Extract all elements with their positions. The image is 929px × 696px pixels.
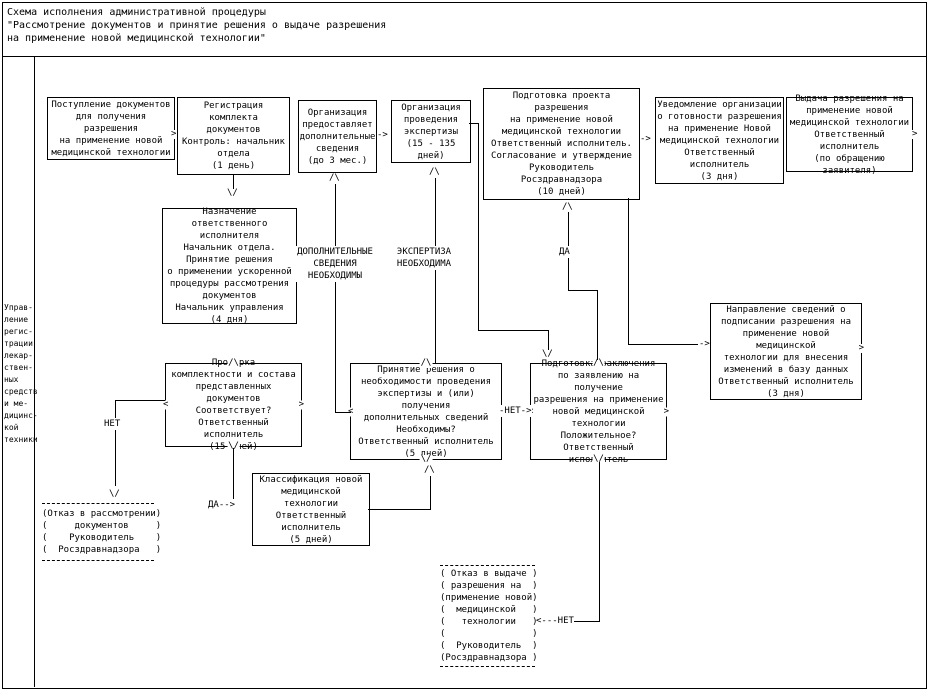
node-db-update-info-text: Направление сведений о подписании разреш… xyxy=(718,304,854,399)
edge-label-need-expertise: ЭКСПЕРТИЗА НЕОБХОДИМА xyxy=(394,246,454,270)
node-completeness-check: Проверка комплектности и состава предста… xyxy=(162,358,305,452)
node-permit-issue-text: Выдача разрешения на применение новой ме… xyxy=(789,93,910,176)
node-incoming-documents: Поступление документов для получения раз… xyxy=(47,97,175,160)
node-permit-draft-text: Подготовка проекта разрешения на примене… xyxy=(491,91,632,197)
page-title: Схема исполнения административной процед… xyxy=(7,7,387,44)
node-registration-text: Регистрация комплекта документов Контрол… xyxy=(182,101,285,171)
connector-line xyxy=(628,198,629,344)
node-conclusion-preparation: Подготовка заключения по заявлению на по… xyxy=(527,359,670,465)
node-completeness-check-text: Проверка комплектности и состава предста… xyxy=(171,358,296,452)
edge-label-no: НЕТ xyxy=(104,418,121,430)
node-classification-text: Классификация новой медицинской технолог… xyxy=(259,474,363,545)
connector-line xyxy=(115,400,116,486)
arrow-up-icon: /\ xyxy=(329,173,340,183)
title-separator-line xyxy=(2,56,926,57)
connector-line xyxy=(233,174,234,197)
exit-right-icon: > xyxy=(912,129,918,139)
node-assign-executor: Назначение ответственного исполнителя На… xyxy=(162,207,297,325)
sidebar-department-label: Управ- ление регис- трации лекар- ствен-… xyxy=(4,303,38,444)
diamond-up-icon: /\ xyxy=(592,358,605,368)
node-org-provides-info-text: Организация предоставляет дополнительные… xyxy=(299,107,376,166)
arrow-down-icon: \/ xyxy=(542,349,553,359)
arrow-up-icon: /\ xyxy=(429,167,440,177)
node-classification: Классификация новой медицинской технолог… xyxy=(252,473,370,546)
arrow-down-icon: \/ xyxy=(109,489,120,499)
connector-line xyxy=(115,400,165,401)
connector-line xyxy=(233,448,234,505)
arrow-right-icon: -> xyxy=(699,339,710,349)
arrow-up-icon: /\ xyxy=(424,465,435,475)
connector-line xyxy=(430,476,431,509)
diamond-down-icon: \/ xyxy=(227,441,240,451)
node-registration: Регистрация комплекта документов Контрол… xyxy=(177,97,290,175)
exit-right-icon: > xyxy=(857,343,865,353)
connector-line xyxy=(568,290,598,291)
node-expertise-decision-text: Принятие решения о необходимости проведе… xyxy=(358,364,494,459)
arrow-right-icon: -> xyxy=(377,130,388,140)
node-incoming-documents-text: Поступление документов для получения раз… xyxy=(51,99,171,158)
arrow-up-icon: /\ xyxy=(562,202,573,212)
node-refuse-consideration: (Отказ в рассмотрении) ( документов ) ( … xyxy=(42,503,162,561)
diamond-down-icon: \/ xyxy=(419,454,433,464)
diamond-left-icon: < xyxy=(162,399,170,410)
node-readiness-notification-text: Уведомление организации о готовности раз… xyxy=(657,99,782,182)
sidebar-divider-line xyxy=(34,57,35,687)
node-assign-executor-text: Назначение ответственного исполнителя На… xyxy=(167,207,292,325)
node-refuse-issue-text: ( Отказ в выдаче ) ( разрешения на ) (пр… xyxy=(440,569,538,663)
edge-label-yes: ДА xyxy=(559,246,570,258)
connector-line xyxy=(368,509,431,510)
node-permit-issue: Выдача разрешения на применение новой ме… xyxy=(786,94,913,176)
diamond-left-icon: < xyxy=(347,406,355,416)
connector-line xyxy=(435,178,436,363)
edge-label-need-info: ДОПОЛНИТЕЛЬНЫЕ СВЕДЕНИЯ НЕОБХОДИМЫ xyxy=(296,246,374,282)
connector-line xyxy=(478,330,549,331)
node-refuse-issue: ( Отказ в выдаче ) ( разрешения на ) (пр… xyxy=(440,565,538,667)
node-readiness-notification: Уведомление организации о готовности раз… xyxy=(655,97,784,184)
connector-line xyxy=(469,123,479,124)
arrow-right-icon: > xyxy=(171,129,177,139)
connector-line xyxy=(628,344,698,345)
node-db-update-info: Направление сведений о подписании разреш… xyxy=(710,303,865,400)
connector-line xyxy=(335,184,336,412)
arrow-right-icon: -> xyxy=(640,134,651,144)
connector-line xyxy=(574,621,600,622)
node-expertise-org-text: Организация проведения экспертизы (15 - … xyxy=(401,102,461,161)
node-expertise-decision: Принятие решения о необходимости проведе… xyxy=(347,359,505,464)
edge-label-no-right: -НЕТ-> xyxy=(499,405,532,417)
connector-line xyxy=(597,290,598,360)
node-conclusion-preparation-text: Подготовка заключения по заявлению на по… xyxy=(533,358,664,465)
connector-line xyxy=(599,462,600,621)
connector-line xyxy=(548,330,549,350)
connector-line xyxy=(478,123,479,330)
edge-label-no-left: <---НЕТ xyxy=(536,615,574,627)
diamond-right-icon: > xyxy=(297,399,305,410)
connector-line xyxy=(335,412,351,413)
diamond-right-icon: > xyxy=(662,406,670,416)
node-permit-draft: Подготовка проекта разрешения на примене… xyxy=(483,88,640,200)
diamond-down-icon: \/ xyxy=(592,454,605,464)
edge-label-yes-arrow: ДА--> xyxy=(208,499,236,511)
diamond-up-icon: /\ xyxy=(227,358,240,368)
diamond-up-icon: /\ xyxy=(419,358,433,368)
node-expertise-org: Организация проведения экспертизы (15 - … xyxy=(391,100,471,163)
arrow-down-icon: \/ xyxy=(227,188,238,198)
node-refuse-consideration-text: (Отказ в рассмотрении) ( документов ) ( … xyxy=(42,509,162,555)
node-org-provides-info: Организация предоставляет дополнительные… xyxy=(298,100,377,173)
